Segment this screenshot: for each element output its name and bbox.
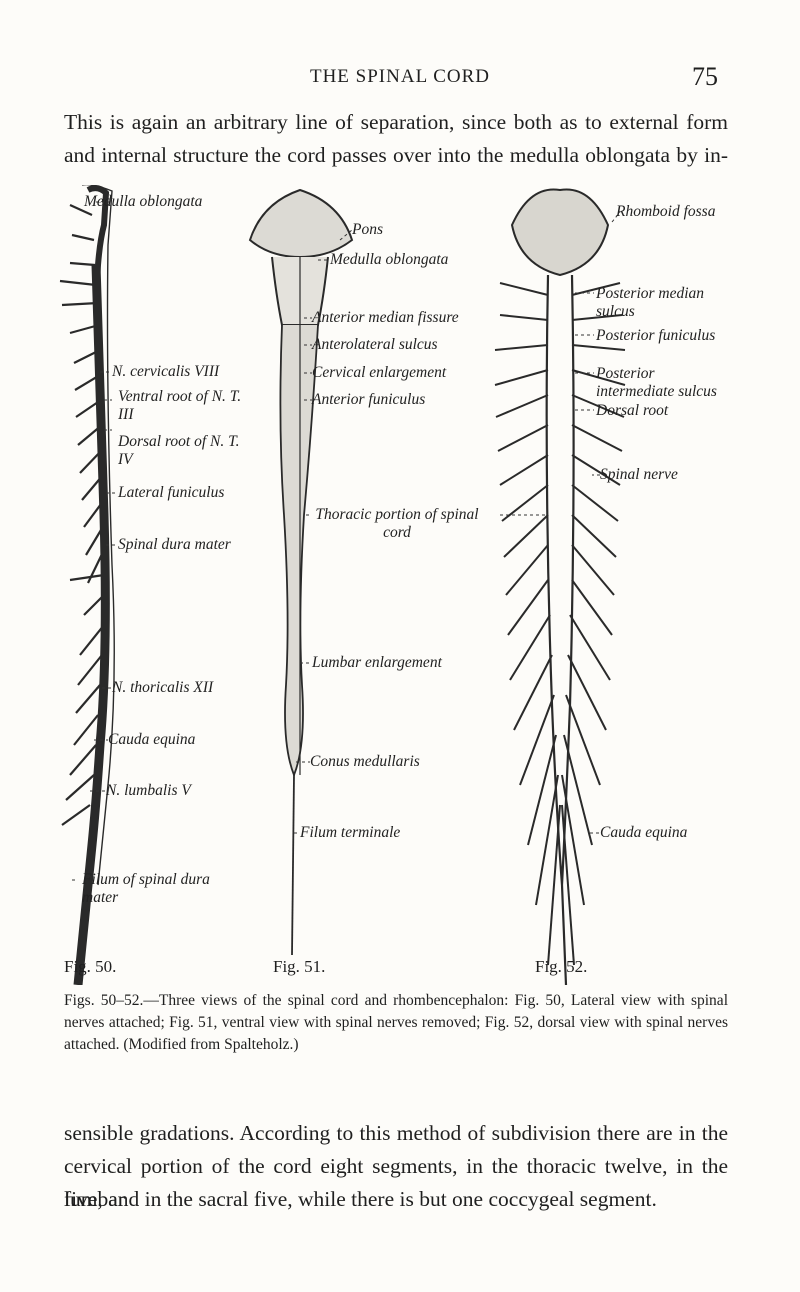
paragraph-line: This is again an arbitrary line of separ…: [64, 110, 728, 134]
fig52-brainstem: [510, 188, 610, 277]
fig50-medulla: [86, 185, 110, 296]
page-number: 75: [692, 62, 718, 91]
fig50-nerve-roots: [59, 203, 105, 826]
paragraph-line: five, and in the sacral five, while ther…: [64, 1187, 657, 1211]
figure-number-51: Fig. 51.: [273, 957, 326, 976]
label-fig51-pons: Pons: [352, 221, 383, 238]
label-fig50-filum-dura: Filum of spinal dura mater: [82, 871, 210, 906]
fig50-cord: [73, 264, 110, 985]
figure-caption: Figs. 50–52.—Three views of the spinal c…: [64, 992, 728, 1053]
fig52-cord: [545, 274, 575, 985]
figure-number-52: Fig. 52.: [535, 957, 588, 976]
label-fig51-lumbar: Lumbar enlargement: [312, 654, 442, 671]
fig50-dura-outline: [82, 185, 115, 886]
paragraph-line: cervical portion of the cord eight segme…: [64, 1154, 728, 1211]
figure-drawing: [59, 185, 626, 985]
label-fig51-cervical-enlargement: Cervical enlargement: [312, 364, 447, 381]
fig51-filum: [291, 774, 295, 956]
label-fig51-anterior-fissure: Anterior median fissure: [312, 309, 459, 326]
label-fig52-spinal-nerve: Spinal nerve: [600, 466, 678, 483]
label-fig52-post-median: Posterior median sulcus: [596, 285, 705, 320]
figure-number-50: Fig. 50.: [64, 957, 117, 976]
label-fig50-medulla: Medulla oblongata: [84, 193, 203, 210]
label-fig50-thoracalis: N. thoricalis XII: [112, 679, 214, 696]
label-fig52-cauda: Cauda equina: [600, 824, 688, 841]
paragraph-line: sensible gradations. According to this m…: [64, 1121, 728, 1145]
fig51-pons: [248, 188, 354, 259]
label-fig50-cauda: Cauda equina: [108, 731, 196, 748]
label-fig50-lumbalis: N. lumbalis V: [106, 782, 191, 799]
label-fig50-dura-mater: Spinal dura mater: [118, 536, 231, 553]
label-fig52-dorsal-root: Dorsal root: [596, 402, 669, 419]
label-fig50-dorsal-root: Dorsal root of N. T. IV: [118, 433, 240, 468]
fig52-nerve-roots: [494, 282, 626, 966]
label-fig51-thoracic: Thoracic portion of spinal cord: [315, 506, 479, 541]
paragraph-line: and internal structure the cord passes o…: [64, 143, 728, 167]
label-fig51-medulla: Medulla oblongata: [330, 251, 449, 268]
label-fig51-anterolateral: Anterolateral sulcus: [312, 336, 438, 353]
label-fig51-anterior-funiculus: Anterior funiculus: [312, 391, 426, 408]
label-fig50-ventral-root: Ventral root of N. T. III: [118, 388, 242, 423]
spinal-cord-figure: Medulla oblongata N. cervicalis VIII Ven…: [0, 185, 800, 985]
label-fig50-lateral-funiculus: Lateral funiculus: [118, 484, 225, 501]
label-fig52-post-funiculus: Posterior funiculus: [596, 327, 716, 344]
label-fig52-post-intermediate: Posterior intermediate sulcus: [596, 365, 717, 400]
running-title: THE SPINAL CORD: [309, 66, 491, 87]
leader-lines: [72, 201, 621, 881]
running-header: THE SPINAL CORD 75: [0, 62, 800, 96]
label-fig52-rhomboid: Rhomboid fossa: [616, 203, 716, 220]
label-fig51-filum: Filum terminale: [300, 824, 401, 841]
label-fig50-cervicalis: N. cervicalis VIII: [112, 363, 220, 380]
label-fig51-conus: Conus medullaris: [310, 753, 420, 770]
